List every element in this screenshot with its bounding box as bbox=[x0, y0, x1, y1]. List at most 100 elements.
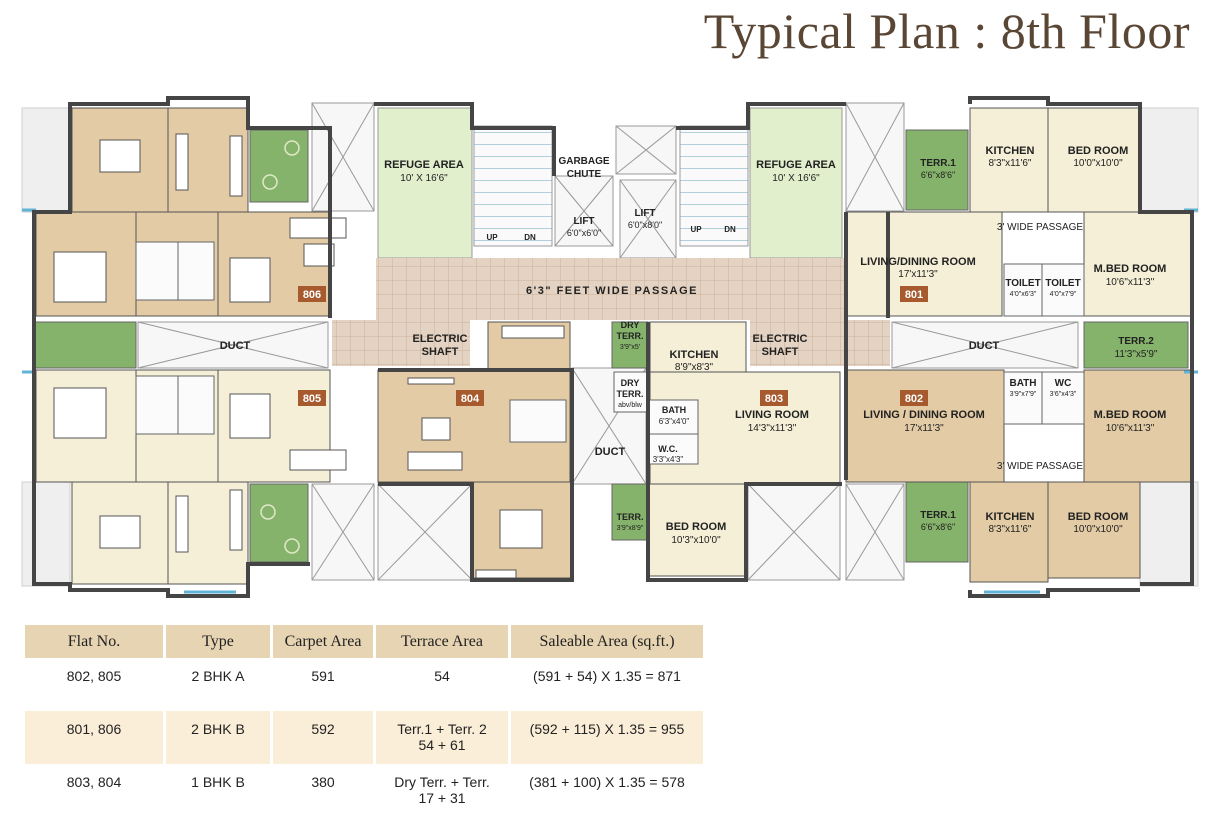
stair-up-right: UP bbox=[690, 225, 702, 234]
flat-801-mbed-dim: 10'6"x11'3" bbox=[1106, 277, 1155, 288]
flat-803-dry-b-dim: abv/blw bbox=[618, 402, 643, 409]
cell-flat: 802, 805 bbox=[66, 668, 122, 684]
flat-801-living-dim: 17'x11'3" bbox=[898, 269, 938, 280]
badge-801 bbox=[900, 286, 928, 302]
badge-801-text: 801 bbox=[905, 289, 923, 301]
flat-801-terr2-dim: 11'3"x5'9" bbox=[1115, 349, 1158, 360]
flat-802-terr-dim: 6'6"x8'6" bbox=[921, 522, 955, 532]
flat-802-wc-dim: 3'6"x4'3" bbox=[1050, 391, 1077, 398]
flat-801-terr-dim: 6'6"x8'6" bbox=[921, 170, 955, 180]
badge-804 bbox=[456, 390, 484, 406]
passage bbox=[332, 258, 890, 366]
flat-802-passage: 3' WIDE PASSAGE bbox=[997, 461, 1084, 472]
electric-left-label: ELECTRIC bbox=[413, 333, 468, 345]
flat-801-toilet2-dim: 4'0"x7'9" bbox=[1050, 291, 1077, 298]
plant-icons bbox=[260, 140, 300, 554]
flat-802-bed: BED ROOM bbox=[1068, 511, 1129, 523]
furniture bbox=[53, 133, 565, 579]
walls bbox=[32, 96, 1194, 598]
flat-802-living-dim: 17'x11'3" bbox=[904, 423, 944, 434]
header-terrace-area: Terrace Area bbox=[376, 625, 508, 658]
flat-801-toilet2: TOILET bbox=[1045, 278, 1080, 289]
cell-terrace-line1: Dry Terr. + Terr. bbox=[394, 774, 490, 790]
outer-cells bbox=[21, 107, 1199, 587]
area-table: Flat No. Type Carpet Area Terrace Area S… bbox=[22, 625, 706, 817]
shafts bbox=[311, 102, 905, 581]
cell-type: 1 BHK B bbox=[191, 774, 245, 790]
garbage-label-2: CHUTE bbox=[567, 169, 602, 180]
cell-flat: 803, 804 bbox=[66, 774, 122, 790]
refuge-left-dim: 10' X 16'6" bbox=[400, 173, 448, 184]
header-carpet-area: Carpet Area bbox=[273, 625, 373, 658]
flat-803-kitchen: KITCHEN bbox=[670, 349, 719, 361]
flat-802-kitchen: KITCHEN bbox=[986, 511, 1035, 523]
wet-rooms bbox=[135, 241, 1085, 465]
flat-802-terr: TERR.1 bbox=[920, 510, 956, 521]
flat-801-bed: BED ROOM bbox=[1068, 145, 1129, 157]
header-saleable-area: Saleable Area (sq.ft.) bbox=[511, 625, 703, 658]
flat-803-bed: BED ROOM bbox=[666, 521, 727, 533]
cell-terrace-line2: 17 + 31 bbox=[418, 790, 466, 806]
header-type: Type bbox=[166, 625, 270, 658]
cell-type: 2 BHK B bbox=[166, 711, 270, 764]
flat-801-terr2: TERR.2 bbox=[1118, 336, 1154, 347]
flat-803-wc-dim: 3'3"x4'3" bbox=[653, 455, 684, 464]
duct-right-label: DUCT bbox=[969, 340, 1000, 352]
header-flat-no: Flat No. bbox=[25, 625, 163, 658]
stair-up-left: UP bbox=[486, 233, 498, 242]
duct-center-label: DUCT bbox=[595, 446, 626, 458]
flat-803-dry: DRY bbox=[621, 320, 640, 330]
garbage-label: GARBAGE bbox=[558, 156, 609, 167]
flat-803-bath: BATH bbox=[662, 405, 686, 415]
cell-flat: 801, 806 bbox=[25, 711, 163, 764]
refuge-right-dim: 10' X 16'6" bbox=[772, 173, 820, 184]
electric-left-label-2: SHAFT bbox=[422, 346, 459, 358]
electric-right-label-2: SHAFT bbox=[762, 346, 799, 358]
floor-plan: 6'3" FEET WIDE PASSAGE REFUGE AREA 10' X… bbox=[21, 96, 1199, 598]
passage-label: 6'3" FEET WIDE PASSAGE bbox=[526, 285, 698, 297]
badge-806 bbox=[298, 286, 326, 302]
cell-terrace-line2: 54 + 61 bbox=[418, 737, 466, 753]
flat-802-bed-dim: 10'0"x10'0" bbox=[1073, 524, 1123, 535]
lift2-dim: 6'0"x8'0" bbox=[628, 220, 662, 230]
badge-803 bbox=[760, 390, 788, 406]
flat-802-living: LIVING / DINING ROOM bbox=[863, 409, 985, 421]
stair-dn-right: DN bbox=[724, 225, 736, 234]
green-terraces bbox=[33, 129, 1189, 563]
flat-803-living: LIVING ROOM bbox=[735, 409, 809, 421]
lift2-label: LIFT bbox=[634, 208, 655, 219]
flat-803-terr-dim: 3'9"x8'9" bbox=[617, 525, 644, 532]
flat-803-dry-b: DRY bbox=[621, 378, 640, 388]
badge-802 bbox=[900, 390, 928, 406]
flat-801-toilet1-dim: 4'0"x6'3" bbox=[1010, 291, 1037, 298]
flat-803-kitchen-dim: 8'9"x8'3" bbox=[675, 362, 714, 373]
cell-carpet: 591 bbox=[311, 668, 335, 684]
flat-802-mbed-dim: 10'6"x11'3" bbox=[1106, 423, 1155, 434]
cell-carpet: 380 bbox=[311, 774, 335, 790]
stair-dn-left: DN bbox=[524, 233, 536, 242]
table-row: 803, 804 1 BHK B 380 Dry Terr. + Terr.17… bbox=[25, 764, 703, 817]
flat-801-terr: TERR.1 bbox=[920, 158, 956, 169]
flat-803-terr: TERR. bbox=[617, 512, 644, 522]
labels: 6'3" FEET WIDE PASSAGE REFUGE AREA 10' X… bbox=[220, 145, 1167, 546]
badge-804-text: 804 bbox=[461, 393, 480, 405]
flat-802-bath: BATH bbox=[1009, 378, 1036, 389]
refuge-right-label: REFUGE AREA bbox=[756, 159, 836, 171]
flat-802-bath-dim: 3'9"x7'9" bbox=[1010, 391, 1037, 398]
badge-802-text: 802 bbox=[905, 393, 923, 405]
cell-terrace: Dry Terr. + Terr.17 + 31 bbox=[376, 764, 508, 817]
flat-803-dry-dim: 3'9"x5' bbox=[620, 344, 640, 351]
flat-badges: 806 805 804 803 801 802 bbox=[298, 286, 928, 406]
flat-803-bath-dim: 6'3"x4'0" bbox=[659, 417, 690, 426]
cell-terrace-line1: 54 bbox=[434, 668, 450, 684]
cell-saleable: (591 + 54) X 1.35 = 871 bbox=[533, 668, 681, 684]
staircases bbox=[473, 125, 749, 247]
badge-805-text: 805 bbox=[303, 393, 321, 405]
refuge-areas bbox=[377, 107, 843, 259]
flat-801-passage: 3' WIDE PASSAGE bbox=[997, 222, 1084, 233]
electric-right-label: ELECTRIC bbox=[753, 333, 808, 345]
cell-saleable: (592 + 115) X 1.35 = 955 bbox=[511, 711, 703, 764]
lift1-label: LIFT bbox=[573, 216, 594, 227]
badge-805 bbox=[298, 390, 326, 406]
